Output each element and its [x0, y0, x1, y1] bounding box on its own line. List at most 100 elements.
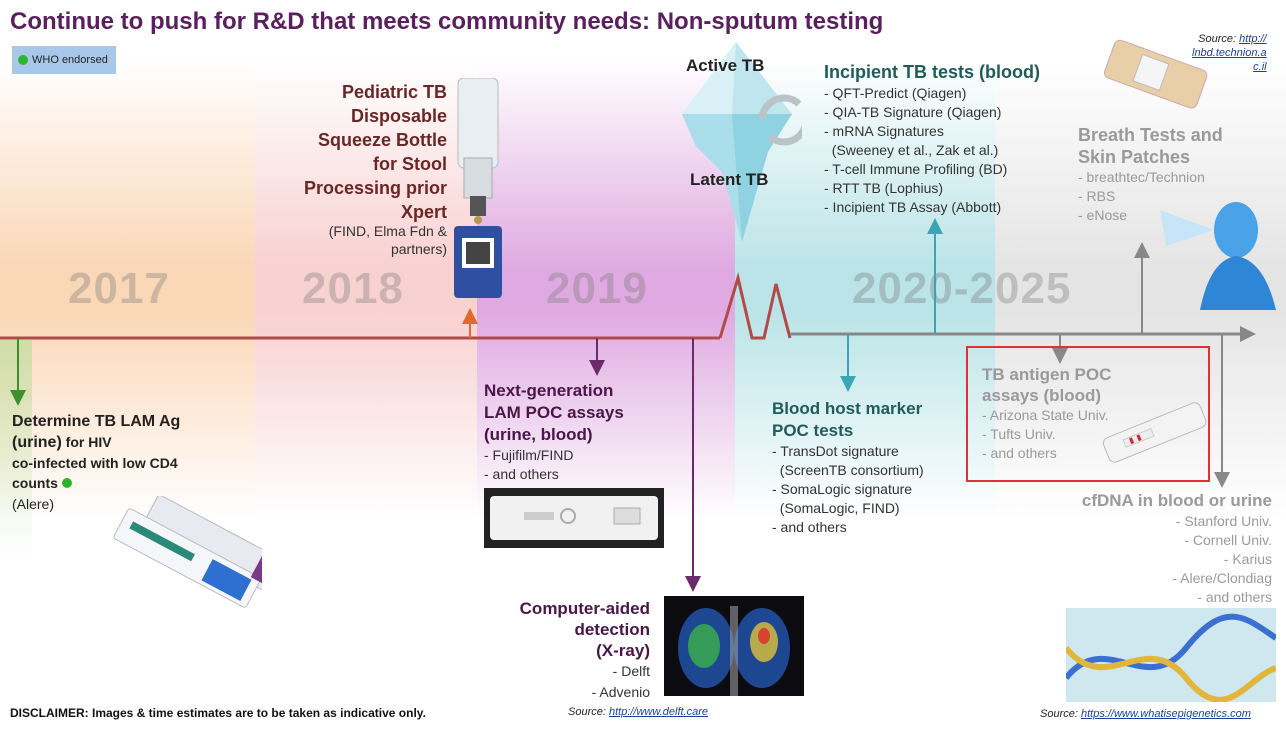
nextgen-item-2: - and others	[484, 466, 559, 482]
lam-maker: (Alere)	[12, 496, 55, 512]
lam-strip-image	[113, 496, 262, 608]
pediatric-title-2: Disposable	[350, 106, 447, 126]
incipient-item-4: (Sweeney et al., Zak et al.)	[824, 142, 999, 158]
antigen-item-1: - Arizona State Univ.	[982, 407, 1109, 423]
breath-item-1: - breathtec/Technion	[1078, 169, 1205, 185]
breath-item-3: - eNose	[1078, 207, 1128, 223]
cad-source-label: Source:	[568, 706, 609, 718]
breath-source-label: Source:	[1198, 33, 1240, 45]
host-item-3: - SomaLogic signature	[772, 481, 913, 497]
nextgen-title-3: (urine, blood)	[484, 425, 593, 444]
pediatric-partners-1: (FIND, Elma Fdn &	[328, 223, 447, 239]
nextgen-item-1: - Fujifilm/FIND	[484, 447, 574, 463]
cfdna-item-5: - and others	[1197, 589, 1272, 605]
lam-block: Determine TB LAM Ag (urine) for HIV co-i…	[12, 412, 180, 514]
active-tb-label: Active TB	[686, 56, 765, 75]
year-2020-2025: 2020-2025	[852, 264, 1072, 313]
pediatric-title-6: Xpert	[400, 202, 447, 222]
pediatric-title-5: Processing prior	[303, 178, 447, 198]
antigen-item-3: - and others	[982, 445, 1057, 461]
incipient-title: Incipient TB tests (blood)	[824, 62, 1040, 82]
antigen-cassette-image	[1102, 402, 1207, 463]
pediatric-partners-2: partners)	[390, 241, 447, 257]
breath-source: Source: http:// lnbd.technion.a c.il	[1192, 32, 1267, 74]
breath-title-1: Breath Tests and	[1078, 125, 1223, 145]
incipient-item-7: - Incipient TB Assay (Abbott)	[824, 199, 1002, 215]
green-dot-icon	[62, 478, 73, 488]
lam-title-suffix: for HIV	[61, 434, 112, 450]
breath-source-link-3[interactable]: c.il	[1253, 61, 1267, 73]
cfdna-item-1: - Stanford Univ.	[1175, 513, 1272, 529]
band-2017-green-edge	[0, 340, 32, 560]
cfdna-item-4: - Alere/Clondiag	[1172, 570, 1272, 586]
year-2017: 2017	[68, 264, 170, 313]
breath-item-2: - RBS	[1078, 188, 1116, 204]
lam-title-3: co-infected with low CD4	[12, 455, 178, 471]
squeeze-bottle-image	[454, 78, 502, 298]
cfdna-source-link[interactable]: https://www.whatisepigenetics.com	[1080, 708, 1251, 720]
host-item-2: (ScreenTB consortium)	[772, 462, 924, 478]
incipient-item-3: - mRNA Signatures	[824, 123, 944, 139]
lam-title-4: counts	[12, 475, 58, 491]
incipient-item-6: - RTT TB (Lophius)	[824, 180, 944, 196]
year-2019: 2019	[546, 264, 648, 313]
antigen-block: TB antigen POC assays (blood) - Arizona …	[982, 364, 1111, 463]
xray-image	[664, 596, 804, 696]
antigen-title-1: TB antigen POC	[982, 365, 1112, 384]
lam-title-1: Determine TB LAM Ag	[12, 413, 181, 430]
cfdna-source-label: Source:	[1040, 708, 1081, 720]
cfdna-item-2: - Cornell Univ.	[1184, 532, 1272, 548]
nextgen-title-1: Next-generation	[484, 381, 614, 400]
breath-title-2: Skin Patches	[1078, 147, 1191, 167]
pediatric-partners: (FIND, Elma Fdn & partners)	[292, 222, 447, 258]
host-item-4: (SomaLogic, FIND)	[772, 500, 900, 516]
cfdna-block: cfDNA in blood or urine - Stanford Univ.…	[1040, 490, 1272, 607]
pediatric-title-4: for Stool	[373, 154, 447, 174]
dna-image	[1066, 608, 1276, 702]
lam-cassette-image	[484, 488, 664, 548]
skin-patch-image	[1103, 39, 1208, 109]
band-2018	[255, 60, 477, 520]
pediatric-block: Pediatric TB Disposable Squeeze Bottle f…	[292, 80, 447, 224]
nextgen-title-2: LAM POC assays	[484, 403, 624, 422]
host-title-2: POC tests	[772, 421, 854, 440]
antigen-item-2: - Tufts Univ.	[982, 426, 1056, 442]
cad-title-2: detection	[574, 620, 650, 639]
incipient-item-2: - QIA-TB Signature (Qiagen)	[824, 104, 1002, 120]
host-item-1: - TransDot signature	[772, 443, 899, 459]
breath-block: Breath Tests and Skin Patches - breathte…	[1078, 124, 1223, 225]
year-2018: 2018	[302, 264, 404, 313]
incipient-item-1: - QFT-Predict (Qiagen)	[824, 85, 967, 101]
timeline-axis	[0, 272, 1256, 342]
host-block: Blood host marker POC tests - TransDot s…	[772, 398, 924, 537]
cad-source: Source: http://www.delft.care	[568, 706, 708, 718]
breath-source-link-1[interactable]: http://	[1239, 33, 1267, 45]
incipient-block: Incipient TB tests (blood) - QFT-Predict…	[824, 60, 1040, 217]
legend-who-endorsed: WHO endorsed	[12, 46, 116, 74]
host-item-5: - and others	[772, 519, 847, 535]
cad-item-2: - Advenio	[591, 684, 650, 700]
green-dot-icon	[18, 55, 28, 65]
cad-item-1: - Delft	[612, 663, 650, 679]
breath-source-link-2[interactable]: lnbd.technion.a	[1192, 47, 1267, 59]
cfdna-item-3: - Karius	[1223, 551, 1272, 567]
incipient-item-5: - T-cell Immune Profiling (BD)	[824, 161, 1008, 177]
pediatric-title-3: Squeeze Bottle	[317, 130, 447, 150]
host-title-1: Blood host marker	[772, 399, 923, 418]
antigen-box	[966, 346, 1210, 482]
band-2017	[0, 60, 255, 520]
cfdna-source: Source: https://www.whatisepigenetics.co…	[1040, 708, 1251, 720]
lam-title-2: (urine)	[12, 434, 62, 451]
iceberg-image	[682, 42, 802, 242]
antigen-title-2: assays (blood)	[982, 386, 1102, 405]
legend-label: WHO endorsed	[32, 54, 108, 66]
cad-title-3: (X-ray)	[596, 641, 650, 660]
cad-source-link[interactable]: http://www.delft.care	[608, 706, 709, 718]
cfdna-title: cfDNA in blood or urine	[1081, 491, 1272, 510]
nextgen-block: Next-generation LAM POC assays (urine, b…	[484, 380, 624, 484]
pediatric-title-1: Pediatric TB	[341, 82, 447, 102]
cad-block: Computer-aided detection (X-ray) - Delft…	[470, 598, 650, 703]
disclaimer: DISCLAIMER: Images & time estimates are …	[10, 706, 426, 720]
